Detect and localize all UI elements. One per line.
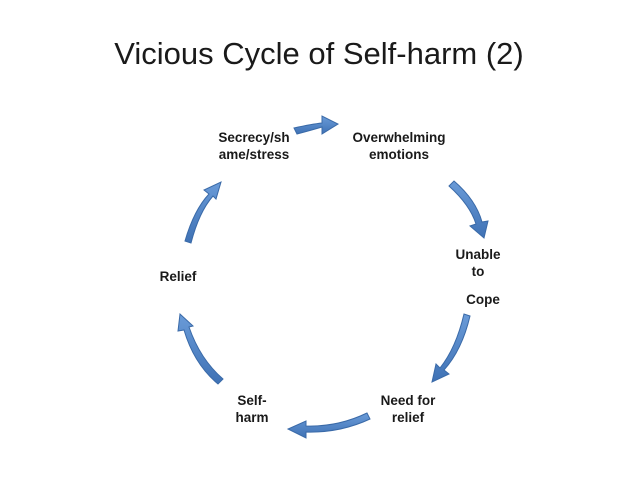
node-self-harm: Self- harm [222,392,282,426]
node-secrecy-shame-stress: Secrecy/sh ame/stress [206,129,302,163]
node-overwhelming-line-1: Overwhelming [352,130,446,145]
arrow-need-to-selfharm [286,412,371,439]
node-selfharm-line-2: harm [235,410,269,425]
node-need-for-relief: Need for relief [366,392,450,426]
slide-title: Vicious Cycle of Self-harm (2) [114,36,524,71]
node-unable-to: Unable to [448,246,508,280]
arrow-selfharm-to-relief [177,312,224,385]
node-need-line-2: relief [391,410,425,425]
node-relief-label: Relief [159,269,197,284]
node-unable-line-2: to [471,264,485,279]
node-cope-label: Cope [466,292,500,307]
node-overwhelming-line-2: emotions [368,147,429,162]
node-secrecy-line-2: ame/stress [218,147,290,162]
node-cope: Cope [448,291,518,308]
node-unable-line-1: Unable [455,247,501,262]
arrow-cope-to-need [431,313,471,383]
node-selfharm-line-1: Self- [237,393,267,408]
node-overwhelming-emotions: Overwhelming emotions [340,129,458,163]
arrow-relief-to-secrecy [184,181,222,244]
node-need-line-1: Need for [380,393,436,408]
node-relief: Relief [148,268,208,285]
node-secrecy-line-1: Secrecy/sh [218,130,290,145]
arrow-secrecy-to-overwhelming [293,115,340,135]
arrow-overwhelming-to-unable [448,180,489,239]
